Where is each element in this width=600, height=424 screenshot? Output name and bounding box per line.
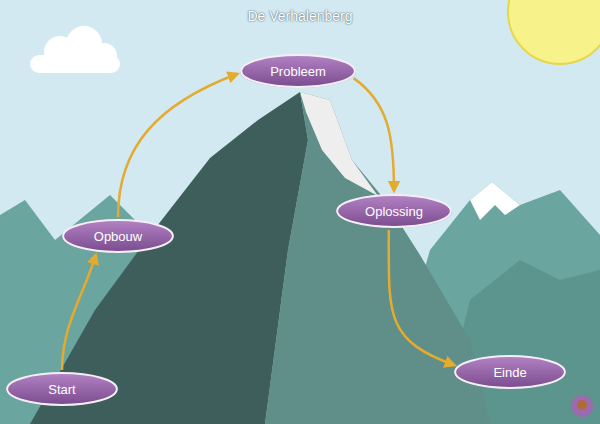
logo-icon xyxy=(577,400,587,410)
story-stage-ellipse: Probleem xyxy=(240,54,356,88)
diagram-title: De Verhalenberg xyxy=(0,8,600,24)
story-arrow xyxy=(118,74,238,217)
story-stage-ellipse: Oplossing xyxy=(336,194,452,228)
story-arrow xyxy=(389,230,455,365)
stage-label: Opbouw xyxy=(94,229,142,244)
sun xyxy=(508,0,600,64)
story-stage-ellipse: Start xyxy=(6,372,118,406)
stage-label: Oplossing xyxy=(365,204,423,219)
story-stage-ellipse: Einde xyxy=(454,355,566,389)
cloud xyxy=(30,26,120,73)
snow xyxy=(300,92,378,196)
stage-label: Einde xyxy=(493,365,526,380)
story-arrow xyxy=(62,255,96,370)
snow xyxy=(470,182,520,220)
logo-icon xyxy=(571,395,593,417)
stage-label: Start xyxy=(48,382,75,397)
story-stage-ellipse: Opbouw xyxy=(62,219,174,253)
story-arrow xyxy=(354,78,394,191)
stage-label: Probleem xyxy=(270,64,326,79)
